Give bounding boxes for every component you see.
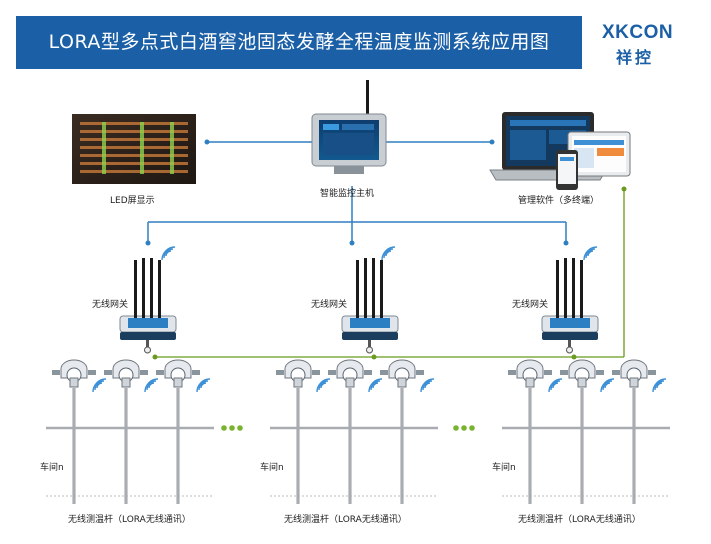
gateway-label-2: 无线网关: [311, 300, 348, 310]
gateway-label-3: 无线网关: [512, 300, 549, 310]
logo-text-en: XKCON: [602, 22, 674, 43]
ellipsis-1: [221, 425, 243, 431]
workshop-label-1: 车间n: [40, 463, 64, 473]
host-label: 智能监控主机: [320, 189, 375, 199]
host-device: [311, 80, 387, 174]
page-title: LORA型多点式白酒窖池固态发酵全程温度监测系统应用图: [48, 31, 550, 53]
gateway-1: [119, 246, 177, 354]
gateway-label-1: 无线网关: [92, 300, 129, 310]
sensor-rod-label-3: 无线测温杆（LORA无线通讯）: [518, 515, 641, 525]
ellipsis-2: [453, 425, 475, 431]
software-label: 管理软件（多终端）: [518, 196, 600, 206]
workshop-label-3: 车间n: [492, 463, 516, 473]
title-banner: LORA型多点式白酒窖池固态发酵全程温度监测系统应用图: [16, 16, 582, 69]
led-screen: [72, 114, 196, 184]
workshop-group-2: [270, 358, 438, 506]
management-terminals: [489, 112, 631, 190]
network-links: [145, 139, 627, 360]
sensor-rod-label-2: 无线测温杆（LORA无线通讯）: [284, 515, 407, 525]
workshop-group-3: [502, 358, 670, 506]
workshop-group-1: [46, 358, 214, 506]
brand-logo: XKCON 祥控: [602, 22, 702, 70]
sensor-rod-label-1: 无线测温杆（LORA无线通讯）: [68, 515, 191, 525]
gateway-2: [341, 246, 399, 354]
led-display-label: LED屏显示: [110, 196, 155, 206]
logo-text-cn: 祥控: [616, 48, 655, 67]
gateway-3: [541, 246, 599, 354]
workshop-label-2: 车间n: [260, 463, 284, 473]
